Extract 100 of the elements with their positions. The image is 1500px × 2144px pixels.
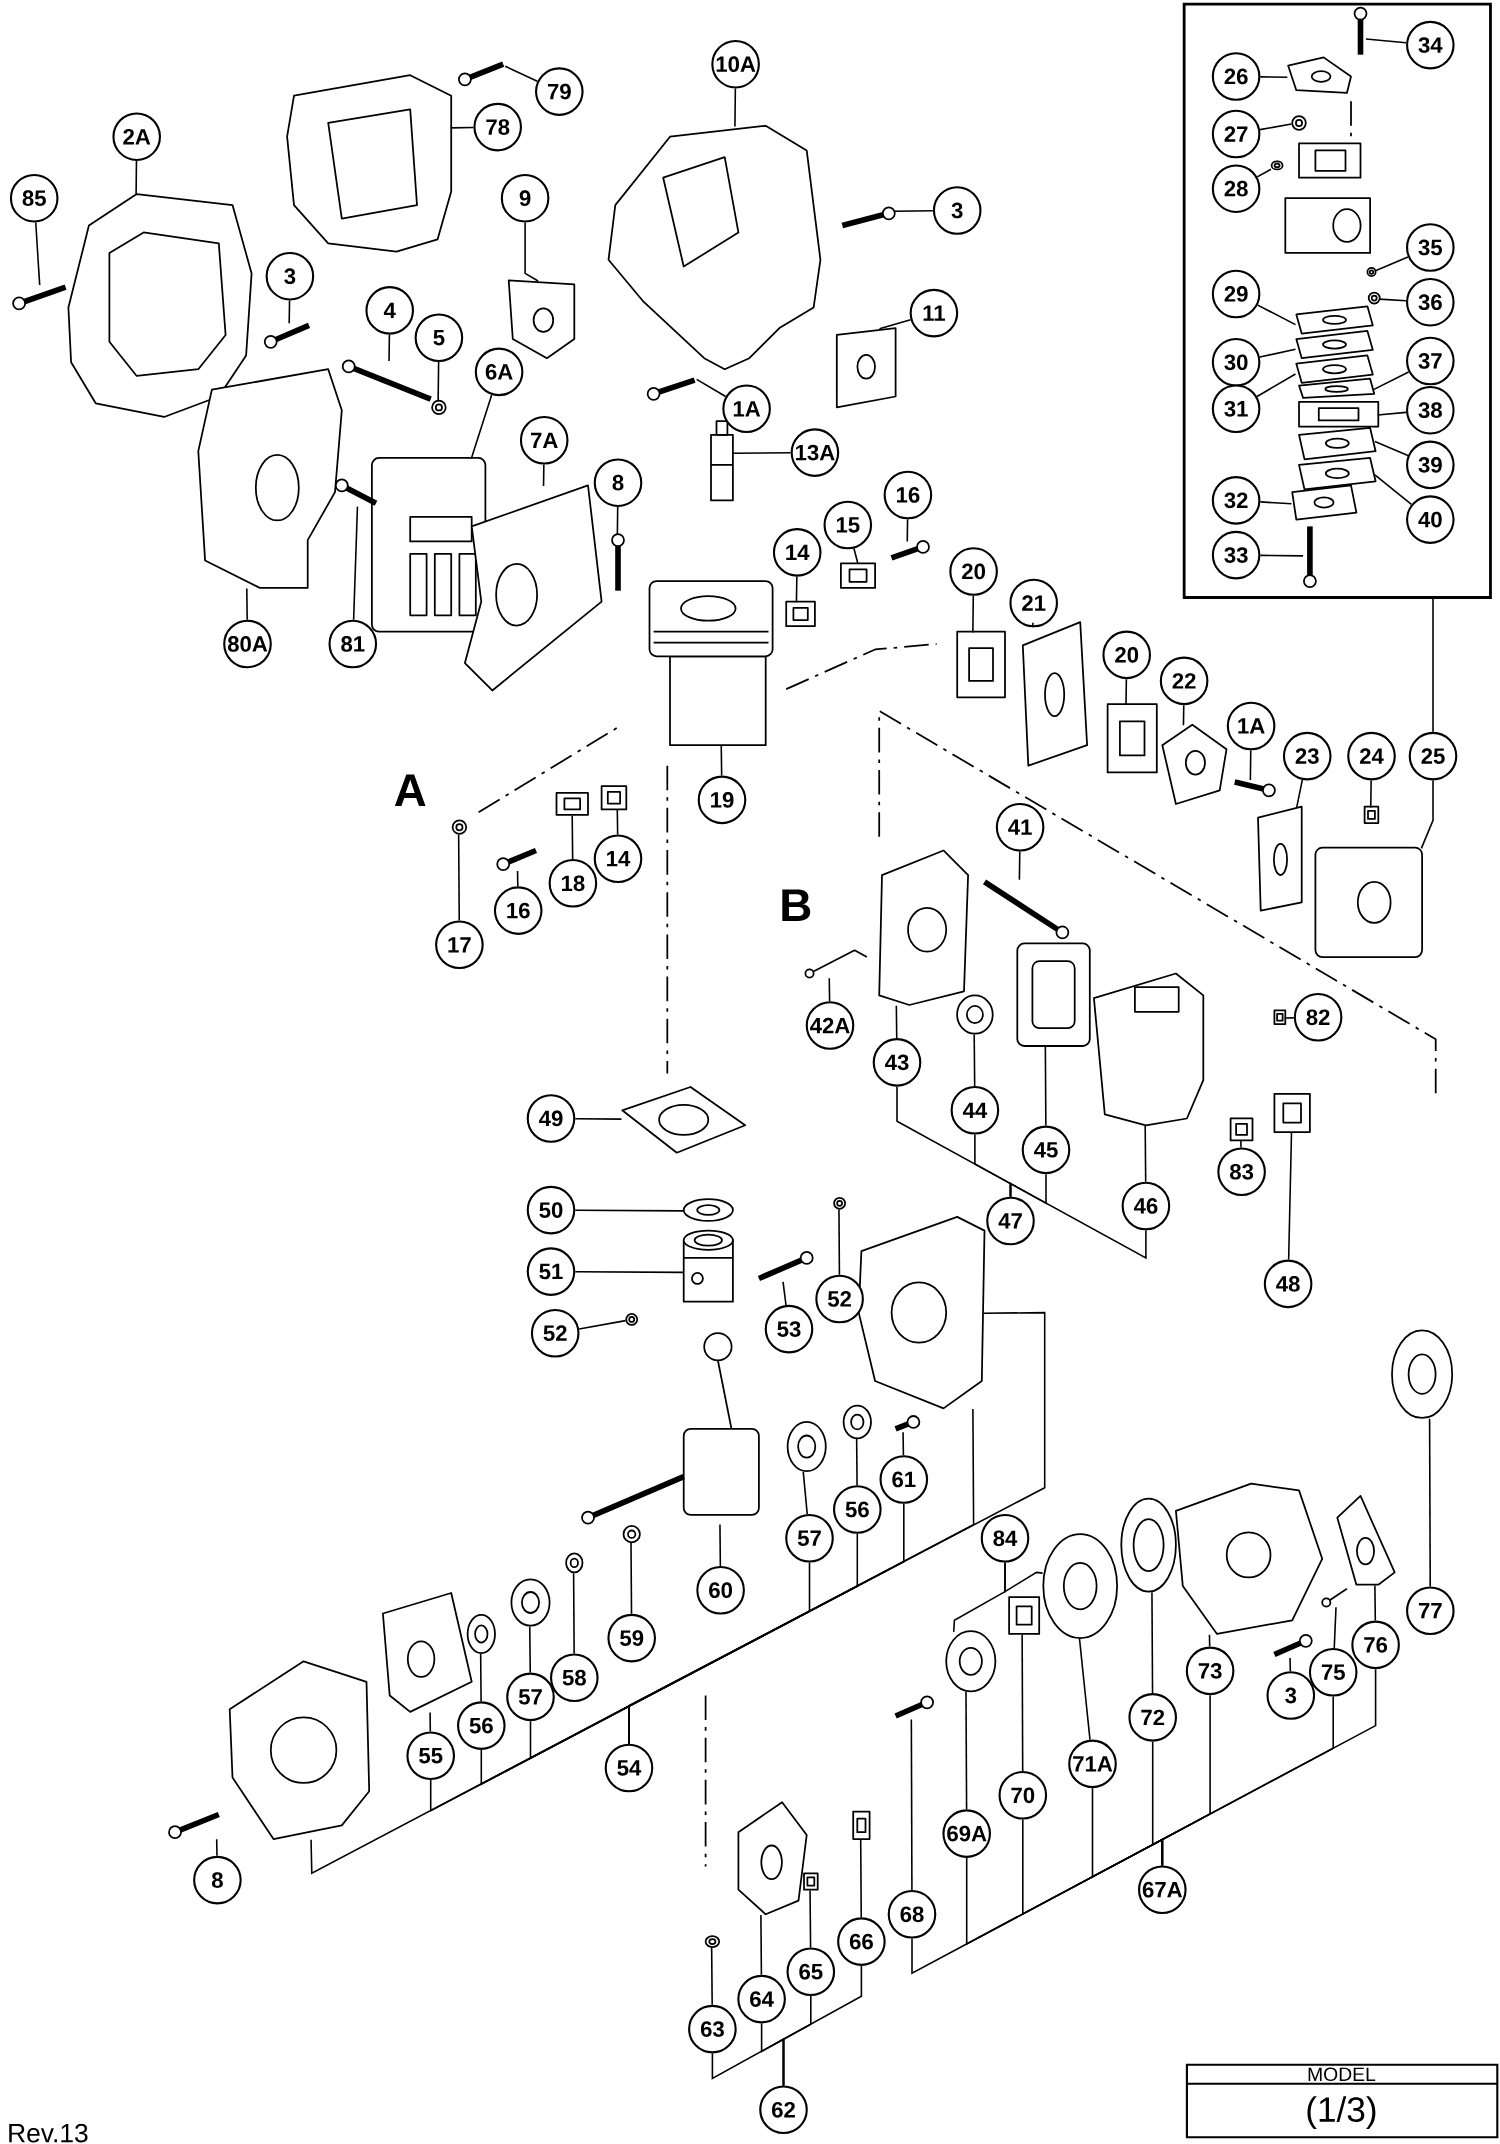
leader-line	[524, 221, 539, 282]
callout-number: 2A	[112, 112, 161, 161]
leader-line	[1259, 76, 1289, 79]
leader-line	[1259, 554, 1304, 557]
callout-number: 77	[1406, 1586, 1455, 1635]
callout-number: 16	[883, 470, 933, 520]
washer-drawing	[1366, 267, 1377, 278]
screw-drawing	[1303, 526, 1317, 588]
leader-line	[782, 1281, 787, 1306]
callout-number: 65	[786, 1947, 836, 1996]
leader-line	[1378, 298, 1407, 302]
screw-drawing	[1234, 779, 1276, 798]
cover-drawing	[67, 193, 253, 418]
callout-number: 52	[815, 1274, 864, 1324]
cover-drawing	[607, 124, 822, 371]
callout-number: 44	[950, 1085, 1000, 1135]
leader-line	[630, 1542, 633, 1615]
leader-line	[479, 1653, 482, 1703]
gasket-drawing	[382, 1592, 473, 1713]
bracket-part-drawing	[555, 792, 589, 816]
leader-line	[571, 814, 574, 860]
leader-line	[34, 221, 41, 286]
gasket-drawing	[1298, 427, 1377, 461]
pump-body-drawing	[1298, 401, 1380, 428]
bolt-drawing	[341, 359, 432, 402]
leader-line	[906, 518, 909, 543]
leader-line	[895, 1004, 898, 1039]
callout-number: 69A	[942, 1809, 991, 1858]
callout-number: 47	[986, 1196, 1035, 1246]
callout-number: 79	[535, 67, 584, 116]
leader-line	[388, 333, 391, 362]
callout-number: 20	[949, 547, 998, 596]
leader-line	[1182, 704, 1185, 727]
leader-line	[1032, 622, 1034, 629]
leader-line	[135, 160, 138, 196]
cap-drawing	[1391, 1329, 1454, 1419]
screw-drawing	[334, 478, 378, 506]
callout-number: 48	[1263, 1259, 1313, 1309]
callout-number: 60	[696, 1565, 745, 1615]
cap-drawing	[1363, 805, 1380, 824]
leader-line	[1374, 256, 1409, 272]
leader-line	[1249, 749, 1252, 781]
callout-number: 28	[1211, 164, 1261, 213]
leader-line	[720, 745, 723, 777]
callout-number: 39	[1406, 440, 1455, 490]
leader-line	[1420, 779, 1434, 850]
leader-line	[710, 1946, 713, 2006]
section-letter: B	[782, 889, 811, 921]
handle-drawing	[1336, 1495, 1396, 1586]
clip-drawing	[833, 1196, 846, 1210]
screw-drawing	[890, 540, 930, 561]
gasket-drawing	[1291, 484, 1358, 521]
crankcase-drawing	[228, 1660, 371, 1840]
callout-number: 7A	[519, 416, 569, 465]
leader-line	[574, 1270, 684, 1274]
callout-number: 56	[457, 1701, 506, 1750]
washer-drawing	[1291, 115, 1307, 131]
leader-line	[574, 1209, 684, 1212]
callout-number: 57	[506, 1672, 555, 1722]
callout-number: 73	[1185, 1646, 1235, 1696]
cover-drawing	[286, 74, 453, 253]
leader-line	[1256, 168, 1272, 178]
gasket-drawing	[1106, 703, 1158, 774]
bracket-line	[1161, 1668, 1377, 1867]
callout-number: 71A	[1068, 1739, 1117, 1789]
leader-line	[878, 319, 912, 330]
leader-line	[1289, 1657, 1292, 1672]
callout-number: 70	[998, 1771, 1048, 1820]
callout-number: 57	[785, 1514, 834, 1563]
sticker-drawing	[835, 327, 897, 409]
leader-line	[695, 378, 727, 398]
callout-number: 55	[406, 1731, 455, 1780]
leader-line	[853, 547, 859, 565]
leader-line	[972, 595, 975, 634]
spring-drawing	[803, 1872, 819, 1891]
connector-line	[1432, 598, 1434, 733]
washer-drawing	[451, 819, 468, 835]
callout-number: 68	[887, 1890, 937, 1939]
bearing-drawing	[466, 1614, 496, 1654]
leader-line	[1021, 1633, 1024, 1772]
callout-number: 13A	[790, 428, 840, 477]
leader-line	[965, 1691, 968, 1811]
bearing-drawing	[786, 1421, 827, 1473]
leader-line	[1283, 1017, 1295, 1019]
callout-number: 78	[473, 102, 522, 152]
leader-line	[449, 126, 475, 129]
spark-plug-drawing	[710, 420, 734, 502]
callout-number: 29	[1211, 269, 1261, 319]
leader-line	[1365, 38, 1407, 44]
leader-line	[1144, 1125, 1147, 1183]
callout-number: 53	[764, 1304, 814, 1354]
screw-drawing	[458, 61, 505, 87]
callout-number: 31	[1211, 384, 1261, 434]
pin-drawing	[894, 1415, 921, 1432]
plate-drawing	[464, 484, 603, 692]
callout-number: 61	[879, 1455, 929, 1504]
callout-number: 8	[193, 1855, 242, 1905]
washer-drawing	[431, 399, 447, 416]
leader-line	[528, 1625, 532, 1674]
leader-line	[1428, 1417, 1431, 1588]
